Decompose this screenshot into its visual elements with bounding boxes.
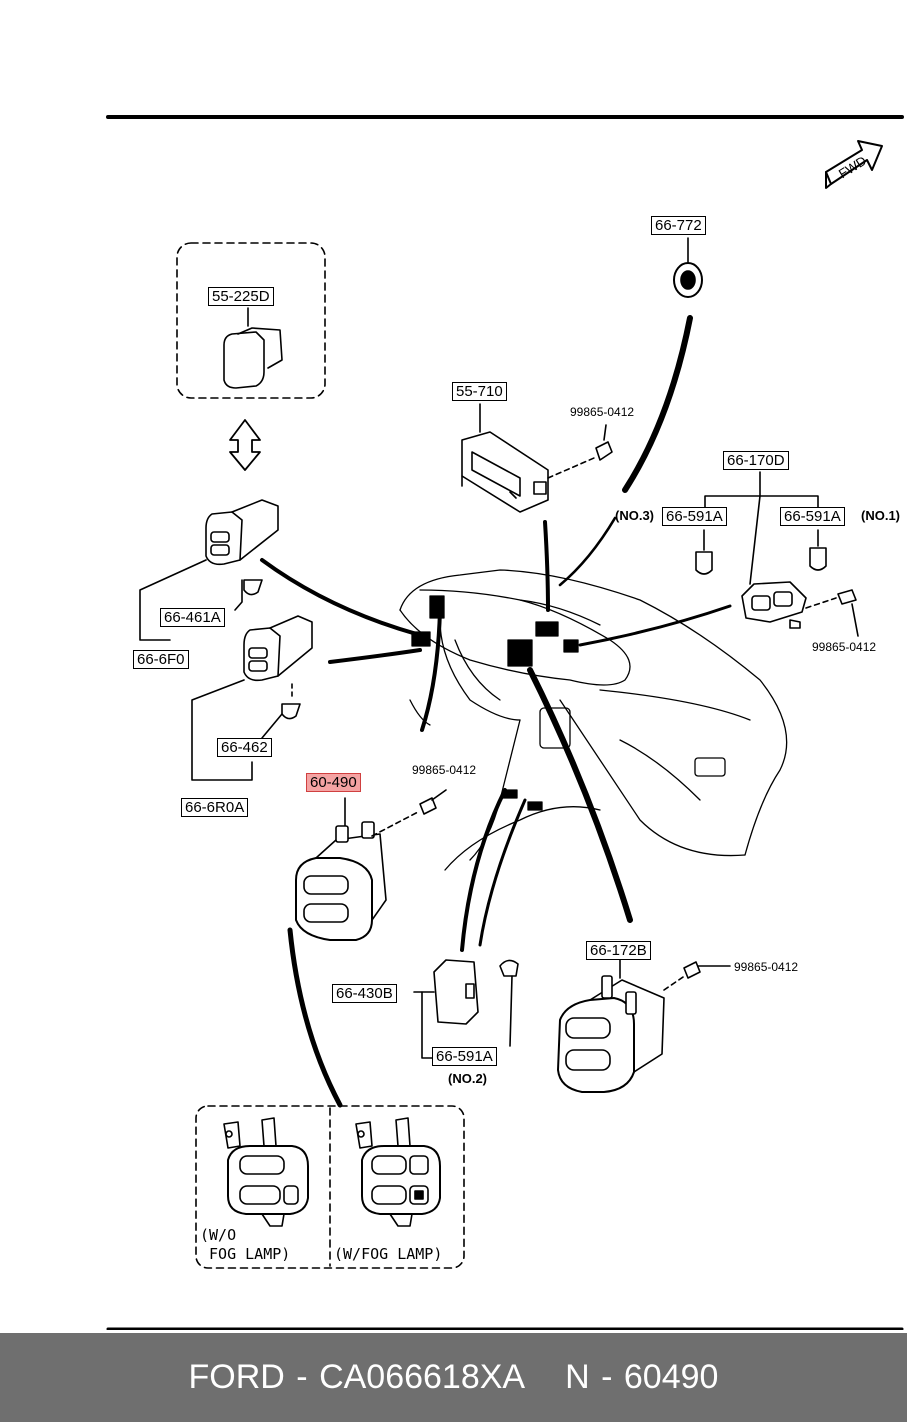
bolt-label-3: 99865-0412	[412, 763, 477, 777]
fwd-arrow-icon: FWD	[825, 140, 883, 189]
switch-wo-fog-lamp	[223, 1117, 309, 1227]
dashboard	[399, 569, 788, 871]
bolt-label-2: 99865-0412	[812, 640, 877, 654]
part-label-60-490[interactable]: 60-490	[306, 773, 361, 792]
diagram-drawing: FWD	[106, 115, 904, 1331]
switch-66-462	[243, 615, 313, 720]
footer-part-number: FORD - CA066618XA	[188, 1358, 526, 1396]
switch-66-172b	[557, 959, 731, 1093]
part-label-66-172b: 66-172B	[586, 941, 651, 960]
switch-55-225d	[223, 307, 283, 389]
switch-60-490	[295, 789, 447, 941]
double-arrow-icon	[229, 419, 261, 471]
variant-box-wo-fog	[195, 1105, 465, 1269]
bolt-label-4: 99865-0412	[734, 960, 799, 974]
part-label-66-591a-no3: 66-591A	[662, 507, 727, 526]
caption-w-fog: (W/FOG LAMP)	[334, 1245, 443, 1263]
part-label-66-6r0a: 66-6R0A	[181, 798, 249, 817]
part-label-66-461a: 66-461A	[160, 608, 225, 627]
part-label-66-772: 66-772	[651, 216, 706, 235]
variant-box-55-225d	[176, 242, 326, 399]
part-label-66-591a-no2: 66-591A	[432, 1047, 497, 1066]
switch-66-430b	[413, 959, 519, 1059]
part-label-66-462: 66-462	[217, 738, 272, 757]
bolt-icon	[595, 424, 613, 461]
caption-wo-fog-line1: (W/O	[200, 1226, 237, 1244]
switch-66-461a	[205, 499, 279, 596]
part-label-55-225d: 55-225D	[208, 287, 274, 306]
part-label-55-710: 55-710	[452, 382, 507, 401]
part-label-66-6f0: 66-6F0	[133, 650, 189, 669]
grommet-66-772	[673, 237, 703, 298]
switch-w-fog-lamp	[355, 1117, 441, 1227]
parts-diagram: FWD	[106, 115, 904, 1331]
unit-55-710	[461, 403, 595, 513]
part-label-66-591a-no1: 66-591A	[780, 507, 845, 526]
footer-reference: N - 60490	[565, 1358, 719, 1396]
note-no3: (NO.3)	[615, 508, 654, 523]
note-no2: (NO.2)	[448, 1071, 487, 1086]
connector-66-170d	[695, 471, 859, 637]
part-label-66-430b: 66-430B	[332, 984, 397, 1003]
footer-caption: FORD - CA066618XA N - 60490	[0, 1333, 907, 1422]
footer-bar: FORD - CA066618XA N - 60490	[0, 1333, 907, 1422]
note-no1: (NO.1)	[861, 508, 900, 523]
part-label-66-170d: 66-170D	[723, 451, 789, 470]
caption-wo-fog-line2: FOG LAMP)	[200, 1245, 291, 1263]
bolt-label-1: 99865-0412	[570, 405, 635, 419]
